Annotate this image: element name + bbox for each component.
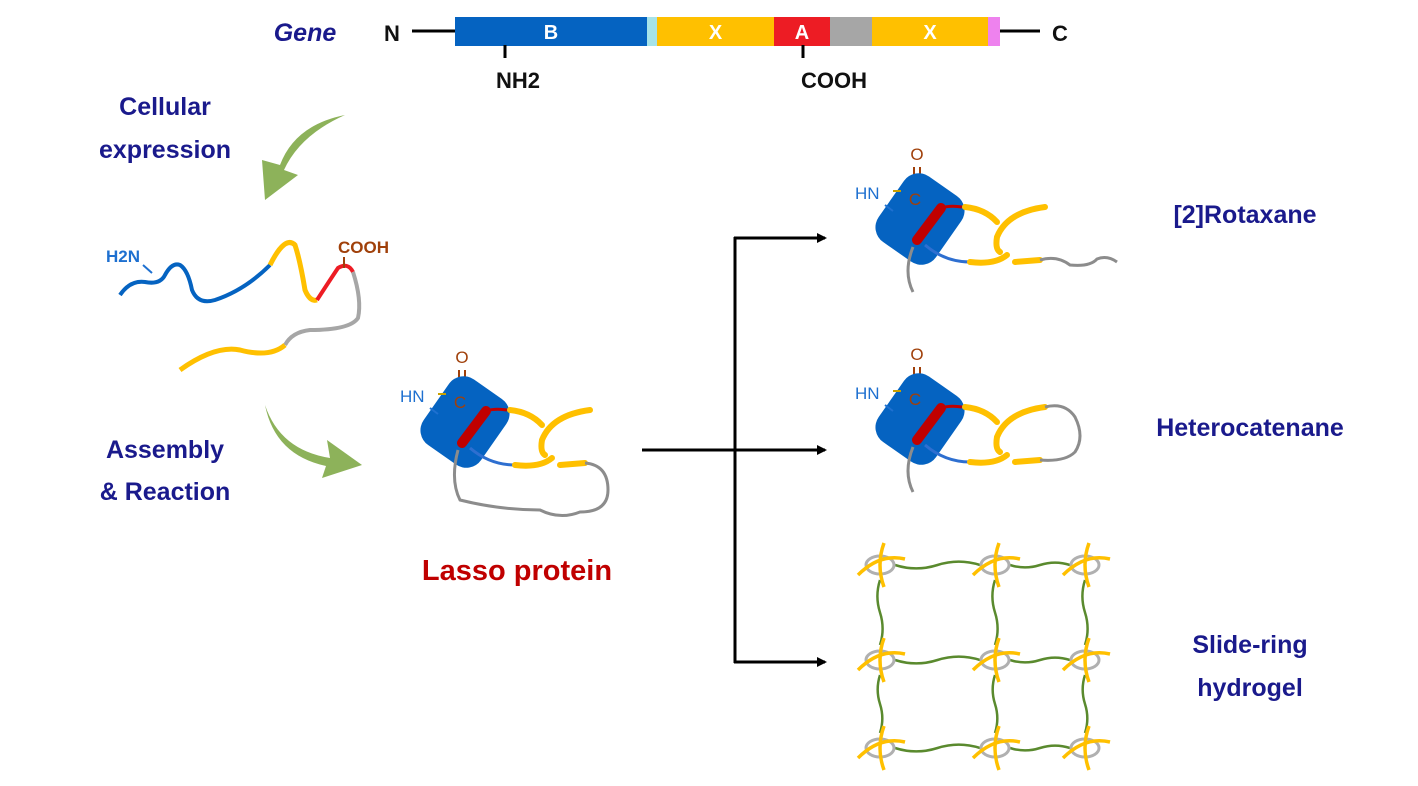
- cellular-expression-label-2: expression: [99, 136, 231, 164]
- gene-segment: [988, 17, 1000, 46]
- gene-label: Gene: [274, 19, 337, 47]
- gene-segment: [830, 17, 872, 46]
- chain-red: [315, 263, 355, 302]
- gene-segment-label: X: [709, 22, 723, 44]
- hydrogel-yellow-segment: [993, 637, 1001, 683]
- hydrogel-yellow-segment: [878, 725, 886, 771]
- hydrogel-chain: [991, 579, 999, 646]
- hydrogel-yellow-segment: [878, 637, 886, 683]
- chain-gray: [283, 271, 362, 347]
- hydrogel-chain: [1009, 561, 1071, 569]
- lasso-protein-graphic: HN C: [400, 348, 610, 517]
- hydrogel-yellow-segment: [1083, 725, 1091, 771]
- c-terminus-label: C: [1052, 21, 1068, 46]
- assembly-label-1: Assembly: [106, 436, 224, 464]
- gene-segment-label: A: [795, 22, 809, 44]
- heterocatenane-label: Heterocatenane: [1156, 414, 1344, 442]
- green-arrow-icon: [265, 405, 362, 478]
- n-terminus-label: N: [384, 21, 400, 46]
- hn-label: HN: [855, 184, 880, 203]
- hydrogel-yellow-segment: [993, 542, 1001, 588]
- hydrogel-chain: [1081, 579, 1089, 646]
- hydrogel-yellow-segment: [993, 725, 1001, 771]
- gene-segment: [647, 17, 657, 46]
- h2n-label: H2N: [106, 247, 140, 266]
- rotaxane-graphic: HN C: [855, 145, 1118, 293]
- hydrogel-chain: [1009, 656, 1071, 664]
- gene-segment: [455, 17, 647, 46]
- hydrogel-network-graphic: [856, 542, 1111, 771]
- hydrogel-chain: [1081, 674, 1089, 734]
- heterocatenane-graphic: HN C: [855, 345, 1082, 493]
- c-label: C: [909, 190, 921, 209]
- hydrogel-chain: [894, 560, 981, 570]
- hydrogel-label-2: hydrogel: [1197, 674, 1303, 702]
- hydrogel-chain: [991, 674, 999, 734]
- chain-blue: [118, 262, 272, 304]
- hydrogel-chain: [894, 743, 981, 753]
- hydrogel-yellow-segment: [878, 542, 886, 588]
- chain-yellow: [267, 240, 318, 303]
- hn-label: HN: [855, 384, 880, 403]
- gene-segment: [657, 17, 774, 46]
- c-label: C: [909, 390, 921, 409]
- cellular-expression-label-1: Cellular: [119, 93, 211, 121]
- cooh-label: COOH: [801, 68, 867, 93]
- gene-segment-label: X: [923, 22, 937, 44]
- hydrogel-chain: [1009, 744, 1071, 752]
- hydrogel-yellow-segment: [1083, 542, 1091, 588]
- nh2-label: NH2: [496, 68, 540, 93]
- c-label: C: [454, 393, 466, 412]
- lasso-protein-label: Lasso protein: [422, 555, 612, 587]
- hydrogel-label-1: Slide-ring: [1192, 631, 1307, 659]
- chain-yellow-2: [178, 343, 287, 373]
- gene-segment: [774, 17, 830, 46]
- assembly-label-2: & Reaction: [100, 478, 231, 506]
- hydrogel-chain: [876, 579, 884, 646]
- gene-segment-label: B: [544, 22, 558, 44]
- gene-segment: [872, 17, 988, 46]
- green-arrow-icon: [262, 115, 345, 200]
- hydrogel-chain: [876, 674, 884, 734]
- hydrogel-yellow-segment: [1083, 637, 1091, 683]
- h2n-bond: [142, 264, 153, 274]
- cooh-chain-label: COOH: [338, 238, 389, 257]
- hn-label: HN: [400, 387, 425, 406]
- hydrogel-chain: [894, 655, 981, 665]
- rotaxane-label: [2]Rotaxane: [1173, 201, 1316, 229]
